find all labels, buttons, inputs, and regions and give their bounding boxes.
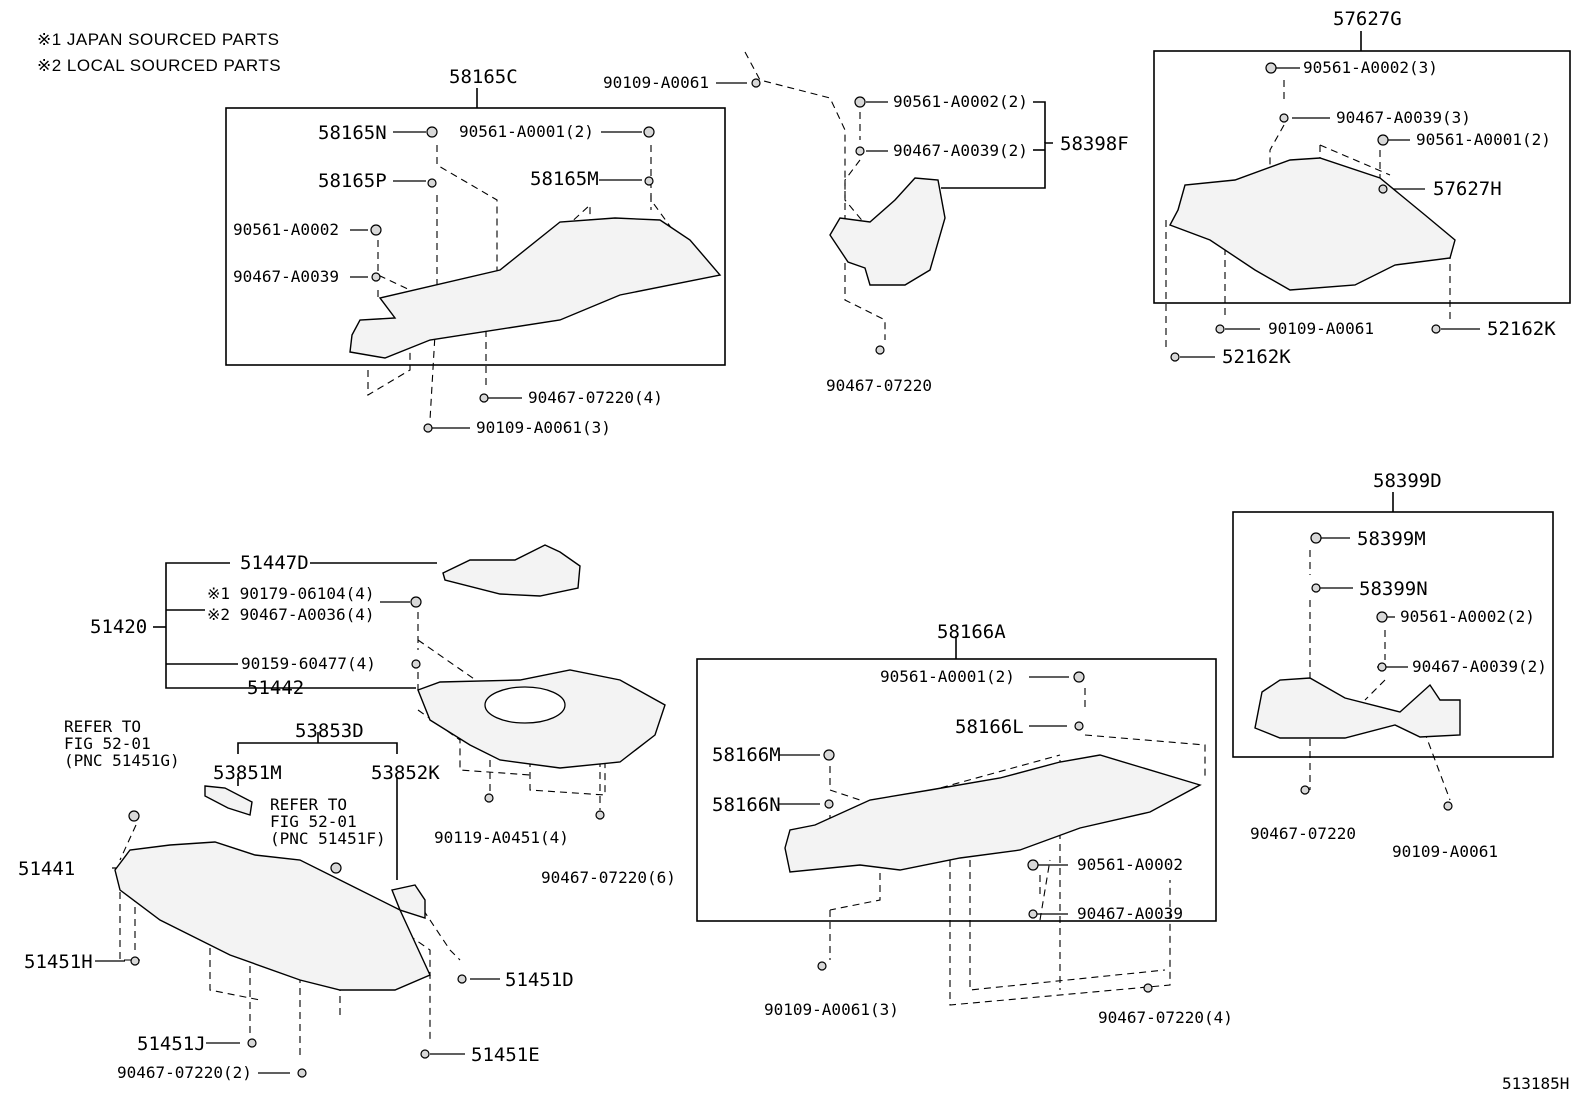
part-58165N[interactable]: 58165N [318, 122, 387, 144]
part-58399M[interactable]: 58399M [1357, 528, 1426, 550]
part-90561-A0001-2-top[interactable]: 90561-A0001(2) [459, 122, 594, 141]
part-90561-A0002-2-mid[interactable]: 90561-A0002(2) [893, 92, 1028, 111]
part-51451E[interactable]: 51451E [471, 1044, 540, 1066]
part-53852K-shape [391, 884, 426, 919]
part-90467-07220-6[interactable]: 90467-07220(6) [541, 868, 676, 887]
part-51451J[interactable]: 51451J [137, 1033, 206, 1055]
part-51451H[interactable]: 51451H [24, 951, 93, 973]
assembly-58399D[interactable]: 58399D [1373, 470, 1442, 492]
part-90467-07220-right[interactable]: 90467-07220 [1250, 824, 1356, 843]
note-japan-sourced: ※1 JAPAN SOURCED PARTS [37, 30, 280, 49]
assembly-58398F[interactable]: 58398F [1060, 133, 1129, 155]
part-58399D-shape [1254, 677, 1461, 739]
part-51442-opening [484, 686, 566, 724]
part-90109-A0061-lower-right[interactable]: 90109-A0061 [1392, 842, 1498, 861]
part-58399N[interactable]: 58399N [1359, 578, 1428, 600]
part-90561-A0002-2-right[interactable]: 90561-A0002(2) [1400, 607, 1535, 626]
part-51447D[interactable]: 51447D [240, 552, 309, 574]
note-local-sourced: ※2 LOCAL SOURCED PARTS [37, 56, 282, 75]
part-90159-60477-4[interactable]: 90159-60477(4) [241, 654, 376, 673]
part-90109-A0061-3-center[interactable]: 90109-A0061(3) [764, 1000, 899, 1019]
group-box-58165C [225, 107, 726, 366]
part-58166N[interactable]: 58166N [712, 794, 781, 816]
part-58166M[interactable]: 58166M [712, 744, 781, 766]
figure-id: 513185H [1502, 1074, 1570, 1093]
part-52162K-left[interactable]: 52162K [1222, 346, 1291, 368]
assembly-58166A[interactable]: 58166A [937, 621, 1006, 643]
part-90467-07220-mid[interactable]: 90467-07220 [826, 376, 932, 395]
part-90467-A0039-2-right[interactable]: 90467-A0039(2) [1412, 657, 1547, 676]
part-90467-A0039-left[interactable]: 90467-A0039 [233, 267, 339, 286]
part-90561-A0001-2-center[interactable]: 90561-A0001(2) [880, 667, 1015, 686]
assembly-58165C[interactable]: 58165C [449, 66, 518, 88]
part-51441[interactable]: 51441 [18, 858, 76, 880]
part-53851M[interactable]: 53851M [213, 762, 282, 784]
part-51441-shape [114, 841, 431, 991]
assembly-51420[interactable]: 51420 [90, 616, 148, 638]
part-90109-A0061-mid[interactable]: 90109-A0061 [603, 73, 709, 92]
part-57627G-shape [1169, 157, 1456, 291]
part-90467-A0039-3[interactable]: 90467-A0039(3) [1336, 108, 1471, 127]
part-58166A-shape [784, 754, 1202, 873]
part-58165C-shape [349, 217, 722, 359]
assembly-53853D[interactable]: 53853D [295, 720, 364, 742]
part-51451D[interactable]: 51451D [505, 969, 574, 991]
part-90561-A0001-2-right[interactable]: 90561-A0001(2) [1416, 130, 1551, 149]
reference-note-51451F[interactable]: REFER TO FIG 52-01 (PNC 51451F) [270, 795, 386, 848]
part-53852K[interactable]: 53852K [371, 762, 440, 784]
part-58166L[interactable]: 58166L [955, 716, 1024, 738]
part-90467-A0039-2-mid[interactable]: 90467-A0039(2) [893, 141, 1028, 160]
part-90561-A0002-center[interactable]: 90561-A0002 [1077, 855, 1183, 874]
part-90119-A0451-4[interactable]: 90119-A0451(4) [434, 828, 569, 847]
reference-note-51451G[interactable]: REFER TO FIG 52-01 (PNC 51451G) [64, 717, 180, 770]
part-90561-A0002-left[interactable]: 90561-A0002 [233, 220, 339, 239]
part-57627H[interactable]: 57627H [1433, 178, 1502, 200]
assembly-57627G[interactable]: 57627G [1333, 8, 1402, 30]
part-90467-07220-2[interactable]: 90467-07220(2) [117, 1063, 252, 1082]
group-box-57627G [1153, 50, 1571, 304]
part-53851M-shape [204, 785, 253, 816]
part-52162K-right[interactable]: 52162K [1487, 318, 1556, 340]
part-90467-07220-4-center[interactable]: 90467-07220(4) [1098, 1008, 1233, 1027]
part-90467-07220-4-top[interactable]: 90467-07220(4) [528, 388, 663, 407]
part-90109-A0061-right[interactable]: 90109-A0061 [1268, 319, 1374, 338]
part-58165P[interactable]: 58165P [318, 170, 387, 192]
part-51447D-shape [442, 544, 581, 597]
part-58165M[interactable]: 58165M [530, 168, 599, 190]
part-58398F-shape [829, 177, 946, 286]
part-90467-A0036-4[interactable]: ※2 90467-A0036(4) [207, 605, 375, 624]
part-90179-06104-4[interactable]: ※1 90179-06104(4) [207, 584, 375, 603]
part-51442[interactable]: 51442 [247, 677, 305, 699]
part-90467-A0039-center[interactable]: 90467-A0039 [1077, 904, 1183, 923]
part-90109-A0061-3-top[interactable]: 90109-A0061(3) [476, 418, 611, 437]
part-90561-A0002-3[interactable]: 90561-A0002(3) [1303, 58, 1438, 77]
